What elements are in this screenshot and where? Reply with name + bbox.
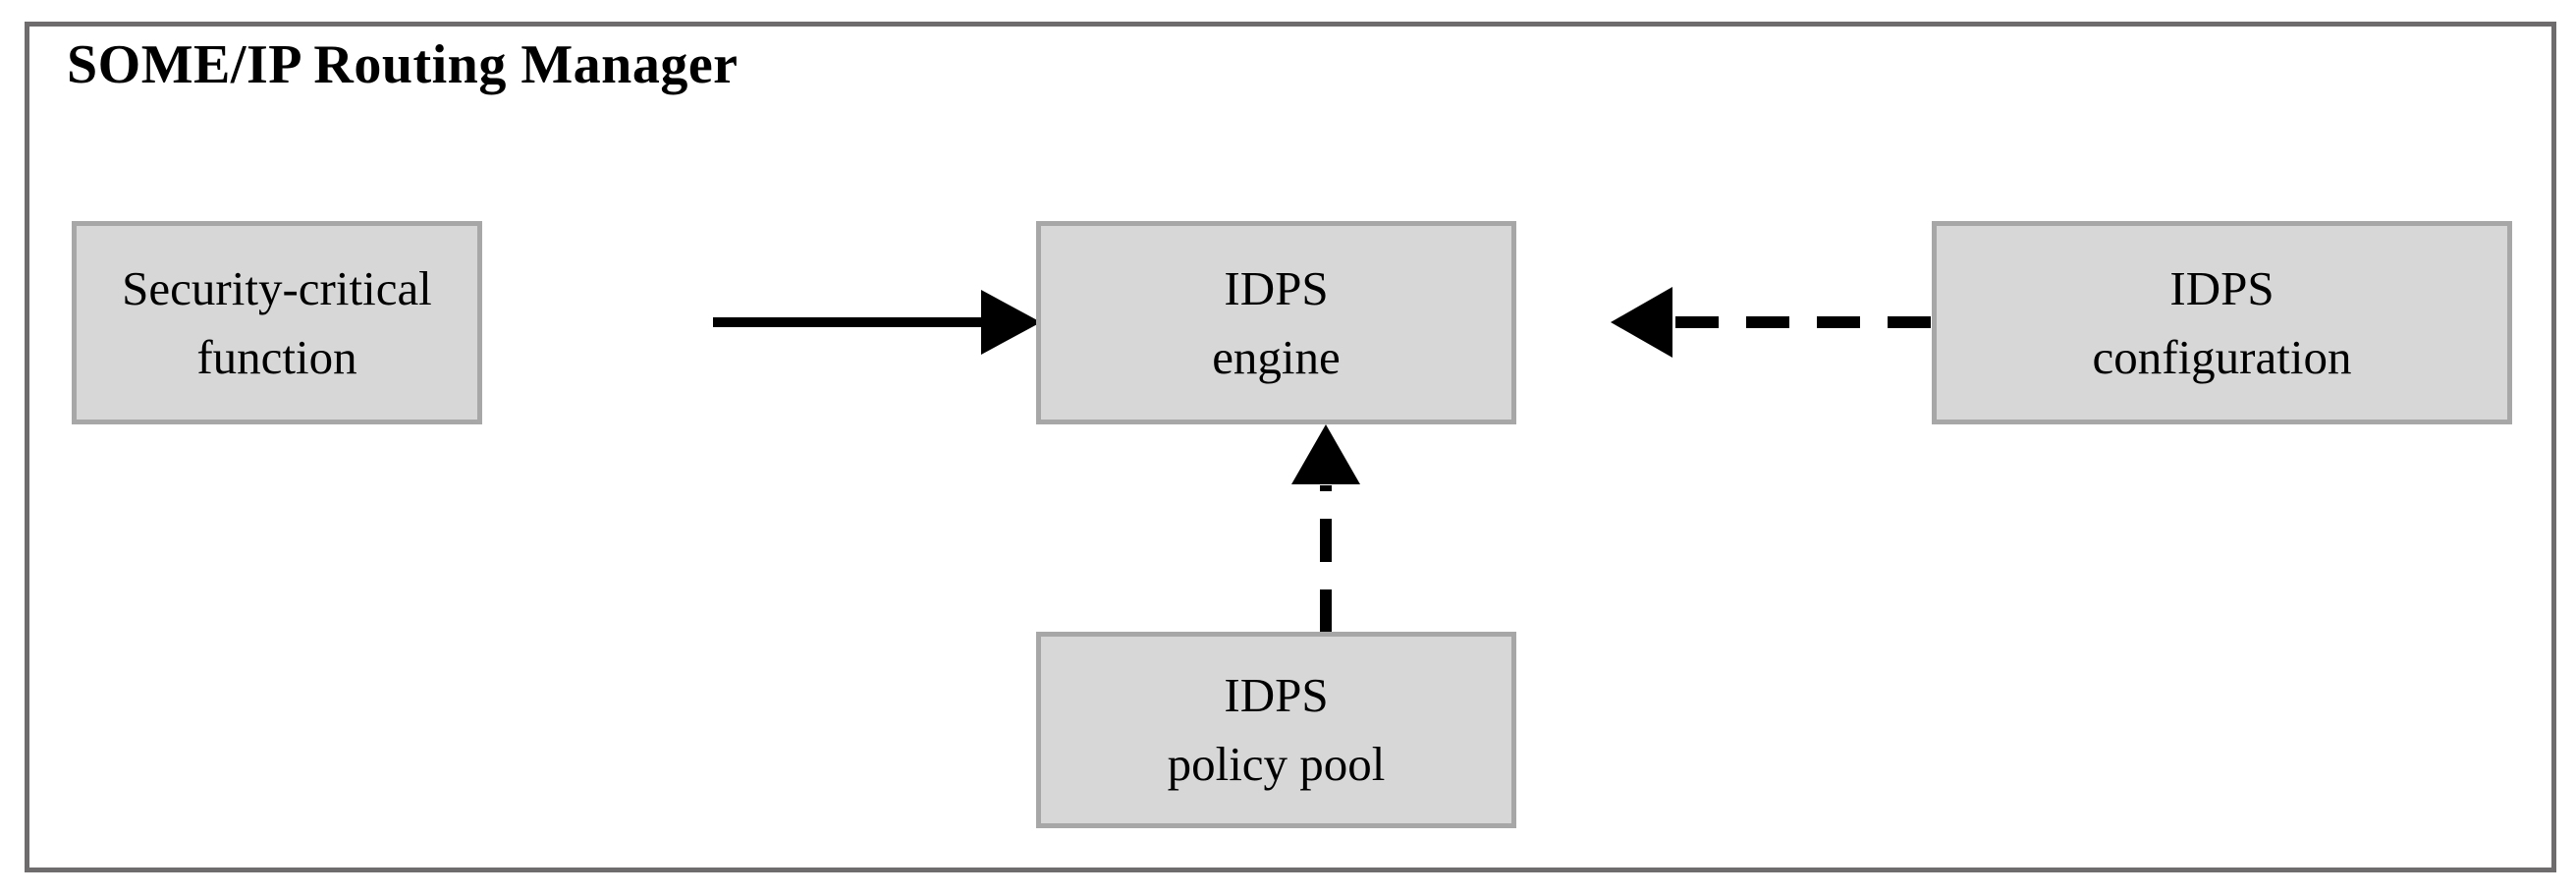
node-label-line1: IDPS — [2169, 260, 2275, 315]
node-label-line2: configuration — [2092, 329, 2352, 384]
node-idps-configuration[interactable]: IDPS configuration — [1932, 221, 2512, 424]
node-label-line2: policy pool — [1167, 737, 1386, 791]
node-idps-policy-pool[interactable]: IDPS policy pool — [1036, 632, 1516, 828]
node-security-critical-function[interactable]: Security-critical function — [72, 221, 482, 424]
node-label-line1: IDPS — [1224, 668, 1329, 723]
node-label-line1: IDPS — [1224, 260, 1329, 315]
node-idps-engine[interactable]: IDPS engine — [1036, 221, 1516, 424]
node-label-line2: engine — [1212, 329, 1341, 384]
node-label-line2: function — [196, 329, 357, 384]
node-label-line1: Security-critical — [122, 260, 432, 315]
page-title: SOME/IP Routing Manager — [67, 34, 739, 95]
